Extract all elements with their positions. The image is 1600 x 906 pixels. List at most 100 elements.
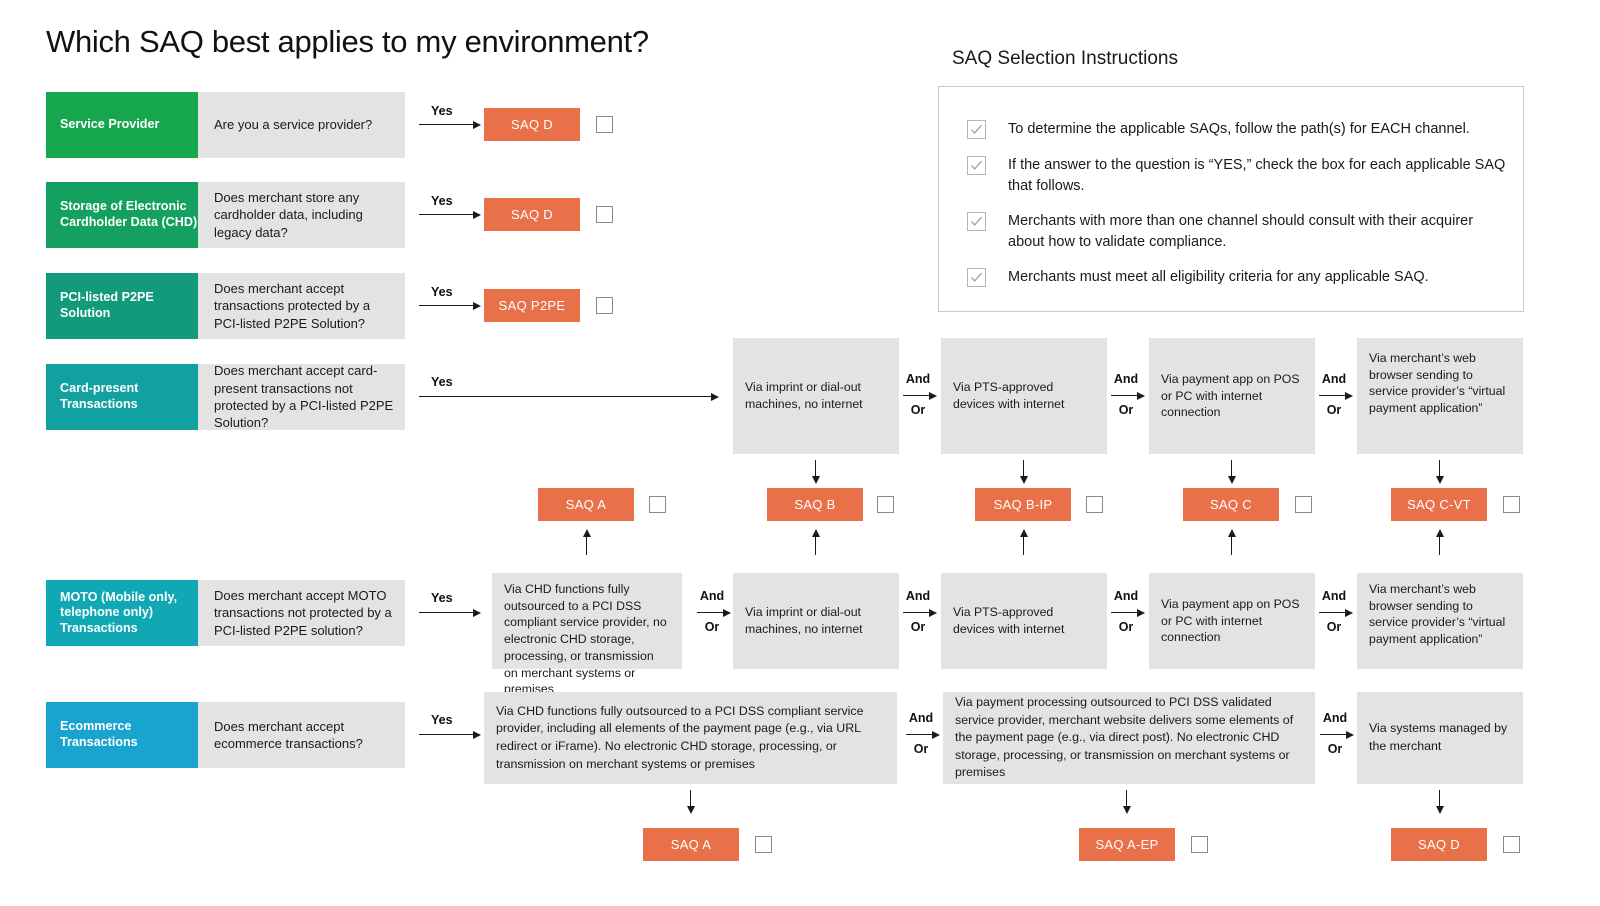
- arrow-line: [1111, 612, 1139, 614]
- arrow-head-up-icon: [582, 529, 591, 537]
- arrow-line: [1439, 790, 1441, 808]
- saq-box-b[interactable]: SAQ B: [767, 488, 863, 521]
- arrow-head-right-icon: [1345, 608, 1353, 617]
- arrow-head-up-icon: [1019, 529, 1028, 537]
- saq-checkbox[interactable]: [1295, 496, 1312, 513]
- saq-checkbox[interactable]: [1191, 836, 1208, 853]
- channel-box: Via CHD functions fully outsourced to a …: [492, 573, 682, 696]
- row-question-chd-storage: Does merchant store any cardholder data,…: [198, 182, 405, 248]
- arrow-line: [903, 395, 931, 397]
- and-label: And: [1322, 711, 1348, 725]
- yes-label: Yes: [431, 713, 453, 727]
- saq-box-c-vt[interactable]: SAQ C-VT: [1391, 488, 1487, 521]
- row-tag-ecommerce: Ecommerce Transactions: [46, 702, 198, 768]
- row-service-provider: Service Provider Are you a service provi…: [46, 92, 405, 158]
- arrow-line: [419, 734, 475, 736]
- instruction-item[interactable]: Merchants with more than one channel sho…: [967, 211, 1513, 253]
- saq-checkbox[interactable]: [877, 496, 894, 513]
- row-moto: MOTO (Mobile only, telephone only) Trans…: [46, 580, 405, 646]
- saq-box-a-bottom[interactable]: SAQ A: [643, 828, 739, 861]
- arrow-line: [419, 124, 475, 126]
- arrow-head-up-icon: [1227, 529, 1236, 537]
- instruction-item[interactable]: If the answer to the question is “YES,” …: [967, 155, 1513, 197]
- row-question-ecommerce: Does merchant accept ecommerce transacti…: [198, 702, 405, 768]
- arrow-head-right-icon: [929, 608, 937, 617]
- or-label: Or: [704, 620, 720, 634]
- channel-box: Via merchant’s web browser sending to se…: [1357, 573, 1523, 669]
- arrow-head-down-icon: [686, 806, 695, 814]
- arrow-head-down-icon: [1227, 476, 1236, 484]
- arrow-head-right-icon: [1137, 608, 1145, 617]
- and-label: And: [1321, 372, 1347, 386]
- arrow-line: [1319, 395, 1347, 397]
- arrow-line: [815, 537, 817, 555]
- row-chd-storage: Storage of Electronic Cardholder Data (C…: [46, 182, 405, 248]
- saq-checkbox[interactable]: [596, 297, 613, 314]
- checkmark-icon[interactable]: [967, 212, 986, 231]
- arrow-head-right-icon: [473, 608, 481, 617]
- yes-label: Yes: [431, 285, 453, 299]
- yes-label: Yes: [431, 591, 453, 605]
- checkmark-icon[interactable]: [967, 268, 986, 287]
- channel-box: Via imprint or dial-out machines, no int…: [733, 573, 899, 669]
- saq-checkbox[interactable]: [596, 206, 613, 223]
- and-label: And: [908, 711, 934, 725]
- instruction-item[interactable]: Merchants must meet all eligibility crit…: [967, 267, 1513, 288]
- channel-box: Via merchant’s web browser sending to se…: [1357, 338, 1523, 454]
- channel-box: Via systems managed by the merchant: [1357, 692, 1523, 784]
- instruction-text: Merchants with more than one channel sho…: [1008, 213, 1474, 251]
- row-p2pe: PCI-listed P2PE Solution Does merchant a…: [46, 273, 405, 339]
- yes-label: Yes: [431, 194, 453, 208]
- saq-box-d[interactable]: SAQ D: [484, 108, 580, 141]
- arrow-line: [690, 790, 692, 808]
- yes-label: Yes: [431, 375, 453, 389]
- arrow-head-down-icon: [811, 476, 820, 484]
- row-question-moto: Does merchant accept MOTO transactions n…: [198, 580, 405, 646]
- arrow-head-right-icon: [473, 730, 481, 739]
- saq-box-c[interactable]: SAQ C: [1183, 488, 1279, 521]
- saq-box-b-ip[interactable]: SAQ B-IP: [975, 488, 1071, 521]
- and-label: And: [1321, 589, 1347, 603]
- saq-checkbox[interactable]: [1503, 836, 1520, 853]
- saq-checkbox[interactable]: [1503, 496, 1520, 513]
- arrow-head-up-icon: [1435, 529, 1444, 537]
- arrow-line-long: [419, 396, 713, 398]
- instruction-text: To determine the applicable SAQs, follow…: [1008, 121, 1470, 137]
- saq-box-p2pe[interactable]: SAQ P2PE: [484, 289, 580, 322]
- arrow-head-right-icon: [473, 301, 481, 310]
- row-tag-chd-storage: Storage of Electronic Cardholder Data (C…: [46, 182, 198, 248]
- arrow-line: [586, 537, 588, 555]
- row-tag-p2pe: PCI-listed P2PE Solution: [46, 273, 198, 339]
- checkmark-icon[interactable]: [967, 156, 986, 175]
- checkmark-icon[interactable]: [967, 120, 986, 139]
- instruction-text: If the answer to the question is “YES,” …: [1008, 157, 1506, 195]
- row-ecommerce: Ecommerce Transactions Does merchant acc…: [46, 702, 405, 768]
- saq-box-d[interactable]: SAQ D: [484, 198, 580, 231]
- arrow-head-down-icon: [1435, 476, 1444, 484]
- instruction-text: Merchants must meet all eligibility crit…: [1008, 269, 1429, 285]
- or-label: Or: [1118, 403, 1134, 417]
- arrow-head-right-icon: [473, 120, 481, 129]
- arrow-head-right-icon: [932, 730, 940, 739]
- or-label: Or: [1327, 742, 1343, 756]
- saq-checkbox[interactable]: [596, 116, 613, 133]
- arrow-head-down-icon: [1122, 806, 1131, 814]
- arrow-line: [1126, 790, 1128, 808]
- or-label: Or: [1118, 620, 1134, 634]
- saq-box-a[interactable]: SAQ A: [538, 488, 634, 521]
- arrow-line: [1023, 537, 1025, 555]
- instruction-item[interactable]: To determine the applicable SAQs, follow…: [967, 119, 1513, 140]
- saq-box-a-ep[interactable]: SAQ A-EP: [1079, 828, 1175, 861]
- saq-checkbox[interactable]: [649, 496, 666, 513]
- saq-checkbox[interactable]: [1086, 496, 1103, 513]
- instructions-panel: To determine the applicable SAQs, follow…: [938, 86, 1524, 312]
- arrow-line: [1319, 612, 1347, 614]
- channel-box: Via payment processing outsourced to PCI…: [943, 692, 1315, 784]
- row-tag-service-provider: Service Provider: [46, 92, 198, 158]
- arrow-line: [1439, 460, 1441, 478]
- arrow-line: [1320, 734, 1348, 736]
- saq-checkbox[interactable]: [755, 836, 772, 853]
- saq-box-d-bottom[interactable]: SAQ D: [1391, 828, 1487, 861]
- row-question-p2pe: Does merchant accept transactions protec…: [198, 273, 405, 339]
- channel-box: Via payment app on POS or PC with intern…: [1149, 573, 1315, 669]
